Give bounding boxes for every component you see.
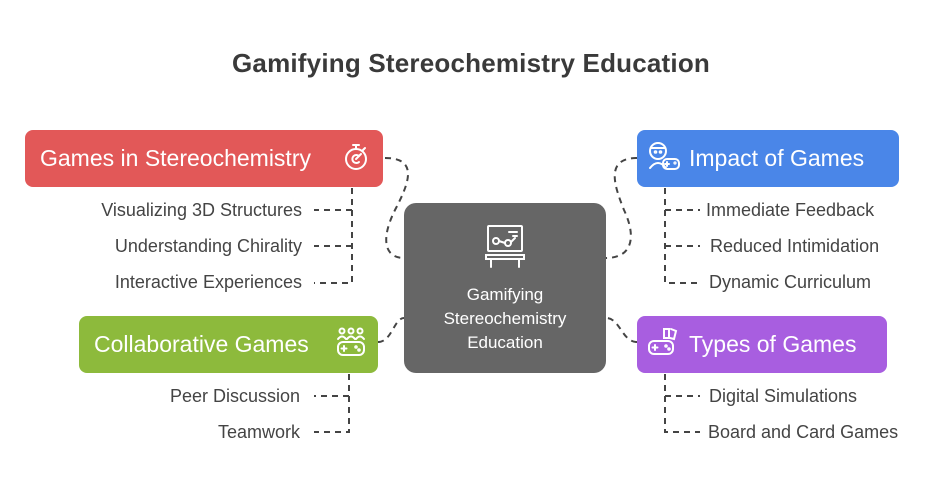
- connector-collab-to-center: [377, 317, 405, 343]
- list-item-visualizing-3d-structures: Visualizing 3D Structures: [101, 200, 302, 220]
- connector-impact-to-center: [605, 157, 638, 259]
- branch-label: Impact of Games: [689, 145, 865, 171]
- center-node: Gamifying Stereochemistry Education: [404, 203, 606, 373]
- center-label: Gamifying Stereochemistry Education: [404, 283, 606, 355]
- player-gamepad-icon: [647, 140, 681, 178]
- branch-impact-of-games: Impact of Games: [637, 130, 899, 187]
- connector-types-tree: [664, 374, 700, 433]
- list-item-teamwork: Teamwork: [217, 422, 300, 442]
- connector-games-tree: [314, 188, 353, 284]
- center-label-line: Stereochemistry: [443, 309, 567, 328]
- list-item-digital-simulations: Digital Simulations: [709, 386, 858, 406]
- stopwatch-icon: [343, 141, 369, 177]
- branch-games-in-stereochemistry: Games in Stereochemistry: [25, 130, 383, 187]
- list-item-reduced-intimidation: Reduced Intimidation: [710, 236, 880, 256]
- list-item-understanding-chirality: Understanding Chirality: [114, 236, 302, 256]
- game-types-icon: [647, 326, 679, 364]
- list-item-interactive-experiences: Interactive Experiences: [114, 272, 302, 292]
- list-item-board-and-card-games: Board and Card Games: [708, 422, 899, 442]
- connector-games-to-center: [384, 157, 409, 259]
- connector-impact-tree: [664, 188, 700, 284]
- branch-collaborative-games: Collaborative Games: [79, 316, 378, 373]
- list-item-immediate-feedback: Immediate Feedback: [706, 200, 875, 220]
- branch-label: Types of Games: [689, 331, 857, 357]
- branch-label: Games in Stereochemistry: [40, 145, 311, 171]
- branch-label: Collaborative Games: [94, 331, 309, 357]
- connector-collab-tree: [314, 374, 350, 433]
- presentation-board-icon: [485, 223, 525, 274]
- connector-types-to-center: [605, 317, 638, 343]
- branch-types-of-games: Types of Games: [637, 316, 887, 373]
- list-item-dynamic-curriculum: Dynamic Curriculum: [709, 272, 872, 292]
- center-label-line: Education: [467, 333, 543, 352]
- group-gamepad-icon: [335, 326, 367, 364]
- page-title: Gamifying Stereochemistry Education: [231, 48, 710, 78]
- center-label-line: Gamifying: [466, 285, 544, 304]
- list-item-peer-discussion: Peer Discussion: [169, 386, 300, 406]
